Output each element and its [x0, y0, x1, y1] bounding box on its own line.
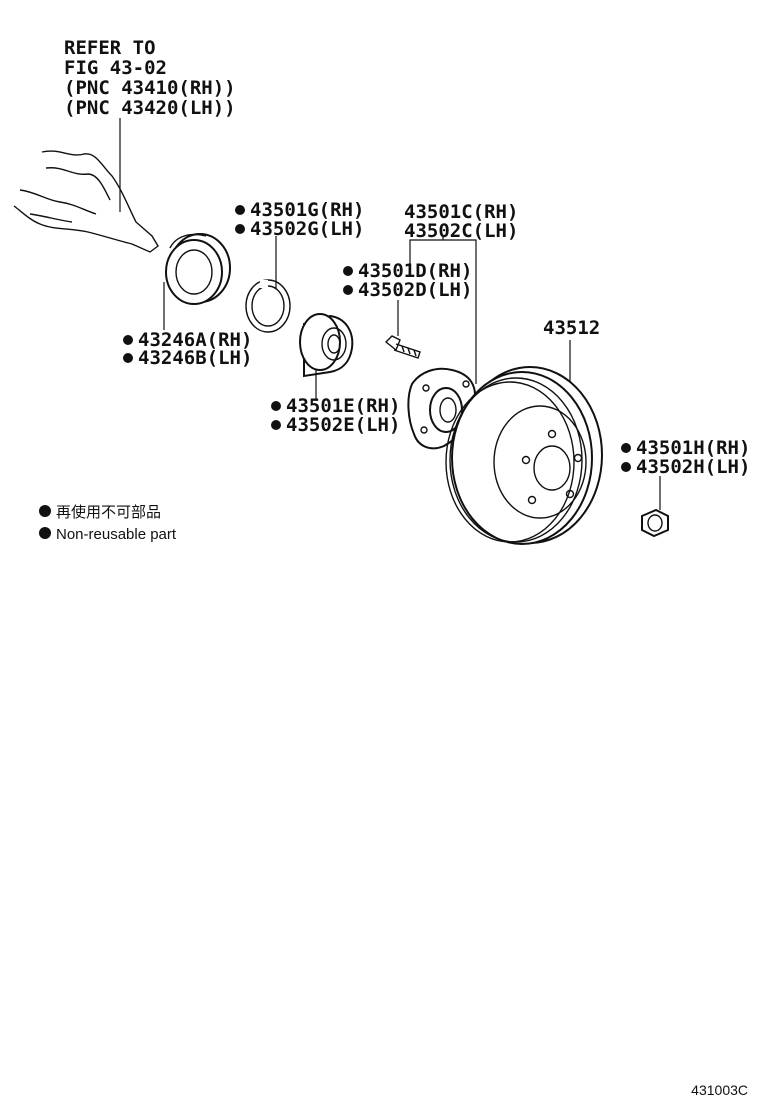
hub-bolt-label: 43501D(RH) 43502D(LH)	[343, 260, 472, 301]
non-reusable-dot	[271, 420, 281, 430]
seal-label: 43246A(RH) 43246B(LH)	[123, 329, 252, 369]
bearing-lh: 43502E(LH)	[286, 414, 400, 436]
refer-line-1: REFER TO	[64, 37, 156, 59]
hub-lh: 43502C(LH)	[404, 220, 518, 242]
snap-ring-lh: 43502G(LH)	[250, 218, 364, 240]
hub-bolt-lh: 43502D(LH)	[358, 279, 472, 301]
snap-ring-rh: 43501G(RH)	[250, 199, 364, 221]
non-reusable-dot	[343, 285, 353, 295]
bearing-label: 43501E(RH) 43502E(LH)	[271, 395, 400, 436]
brake-disc-part	[445, 366, 603, 545]
legend-dot-en	[39, 527, 51, 539]
legend: 再使用不可部品 Non-reusable part	[39, 504, 177, 543]
refer-line-2: FIG 43-02	[64, 57, 167, 79]
hub-bracket	[409, 236, 477, 252]
disc-number: 43512	[543, 317, 600, 339]
refer-line-4: (PNC 43420(LH))	[64, 97, 236, 119]
seal-lh: 43246B(LH)	[138, 347, 252, 369]
non-reusable-dot	[123, 353, 133, 363]
non-reusable-dot	[621, 443, 631, 453]
refer-line-3: (PNC 43410(RH))	[64, 77, 236, 99]
hub-rh: 43501C(RH)	[404, 201, 518, 223]
hub-bolt-part	[384, 335, 421, 359]
legend-jp: 再使用不可部品	[56, 504, 161, 521]
lock-nut-part	[641, 508, 669, 538]
bearing-rh: 43501E(RH)	[286, 395, 400, 417]
figure-id: 431003C	[691, 1082, 748, 1098]
snap-ring-label: 43501G(RH) 43502G(LH)	[235, 199, 364, 240]
non-reusable-dot	[235, 205, 245, 215]
nut-label: 43501H(RH) 43502H(LH)	[621, 437, 750, 478]
seal-rh: 43246A(RH)	[138, 329, 252, 351]
hub-label: 43501C(RH) 43502C(LH)	[404, 201, 518, 242]
non-reusable-dot	[123, 335, 133, 345]
non-reusable-dot	[343, 266, 353, 276]
nut-lh: 43502H(LH)	[636, 456, 750, 478]
legend-dot-jp	[39, 505, 51, 517]
non-reusable-dot	[621, 462, 631, 472]
snap-ring-part	[245, 279, 291, 333]
drive-shaft-outline	[13, 150, 159, 253]
hub-bearing-part	[299, 313, 354, 378]
oil-seal-part	[165, 233, 231, 305]
refer-to-note: REFER TO FIG 43-02 (PNC 43410(RH)) (PNC …	[64, 37, 236, 119]
legend-en: Non-reusable part	[56, 526, 177, 543]
non-reusable-dot	[271, 401, 281, 411]
nut-rh: 43501H(RH)	[636, 437, 750, 459]
hub-bolt-rh: 43501D(RH)	[358, 260, 472, 282]
non-reusable-dot	[235, 224, 245, 234]
